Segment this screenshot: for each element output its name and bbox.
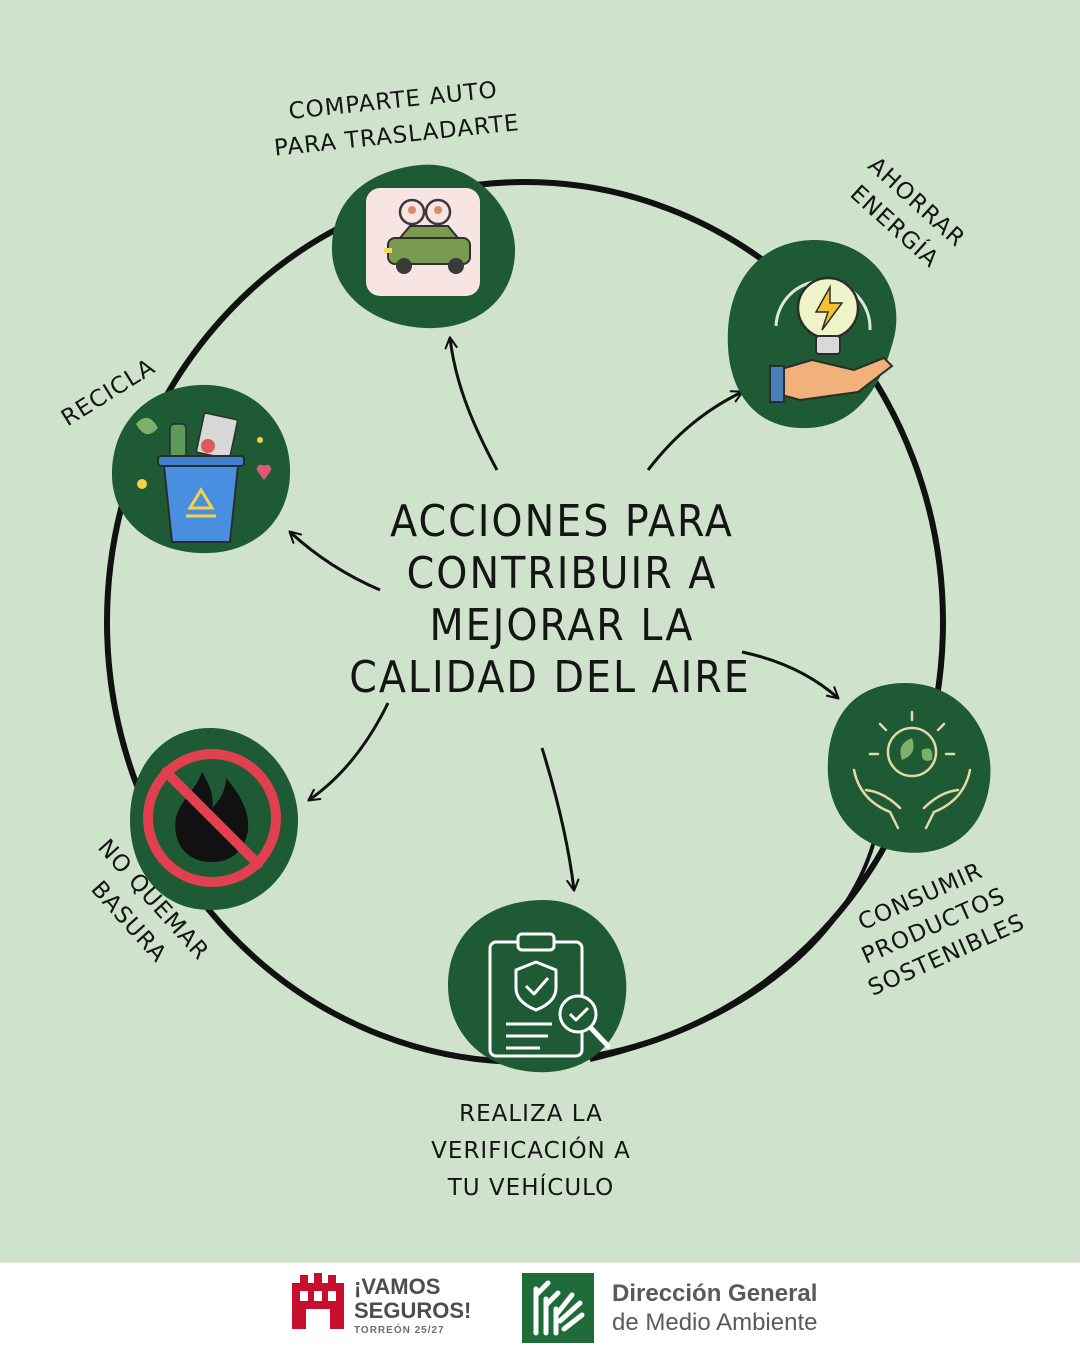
action-products: CONSUMIR PRODUCTOS SOSTENIBLES xyxy=(827,683,1029,1002)
vamos-line1: ¡VAMOS xyxy=(354,1274,441,1299)
svg-text:TU VEHÍCULO: TU VEHÍCULO xyxy=(447,1173,615,1201)
dgma-line2: de Medio Ambiente xyxy=(612,1309,818,1336)
cycle-diagram: ACCIONES PARA CONTRIBUIR A MEJORAR LA CA… xyxy=(57,77,1029,1201)
arrow-to-verification xyxy=(540,747,580,892)
action-verification: REALIZA LA VERIFICACIÓN A TU VEHÍCULO xyxy=(431,899,631,1201)
leaf-emblem-icon xyxy=(522,1273,594,1343)
action-recycle: RECICLA xyxy=(57,354,291,554)
direccion-medio-ambiente-logo: Dirección General de Medio Ambiente xyxy=(520,1269,850,1345)
car-with-passengers-icon xyxy=(366,188,480,296)
no-burning-icon xyxy=(143,749,281,887)
svg-text:MEJORAR LA: MEJORAR LA xyxy=(430,600,695,651)
dgma-line1: Dirección General xyxy=(612,1280,818,1307)
connector-arrows xyxy=(288,336,840,892)
arrow-to-carpool xyxy=(444,336,499,471)
footer: ¡VAMOS SEGUROS! TORREÓN 25/27 Dirección … xyxy=(0,1262,1080,1351)
action-energy: AHORRAR ENERGÍA xyxy=(727,152,970,429)
action-carpool: COMPARTE AUTO PARA TRASLADARTE xyxy=(273,77,521,329)
badge-blob xyxy=(827,683,991,853)
svg-text:VERIFICACIÓN A: VERIFICACIÓN A xyxy=(431,1136,631,1164)
ring-stroke-extra xyxy=(589,837,877,1062)
badge-blob xyxy=(448,899,627,1073)
recycle-bin-icon xyxy=(136,412,272,543)
svg-text:CONTRIBUIR A: CONTRIBUIR A xyxy=(407,548,718,599)
vamos-seguros-logo: ¡VAMOS SEGUROS! TORREÓN 25/27 xyxy=(290,1271,500,1343)
torreon-label: TORREÓN 25/27 xyxy=(354,1325,445,1336)
clipboard-check-icon xyxy=(488,932,611,1058)
svg-text:ACCIONES PARA: ACCIONES PARA xyxy=(390,496,734,547)
action-burning: NO QUEMAR BASURA xyxy=(86,728,298,968)
hands-holding-leaves-icon xyxy=(852,710,972,830)
diagram-title: ACCIONES PARA CONTRIBUIR A MEJORAR LA CA… xyxy=(349,496,751,703)
arrow-to-burning xyxy=(307,702,390,802)
lightbulb-in-hand-icon xyxy=(769,276,894,403)
vamos-line2: SEGUROS! xyxy=(354,1298,472,1323)
castle-icon xyxy=(292,1273,344,1329)
svg-text:CALIDAD DEL AIRE: CALIDAD DEL AIRE xyxy=(349,652,751,703)
arrow-to-products xyxy=(741,650,840,700)
arrow-to-recycle xyxy=(288,530,381,592)
arrow-to-energy xyxy=(646,390,744,471)
svg-text:REALIZA LA: REALIZA LA xyxy=(459,1101,603,1127)
